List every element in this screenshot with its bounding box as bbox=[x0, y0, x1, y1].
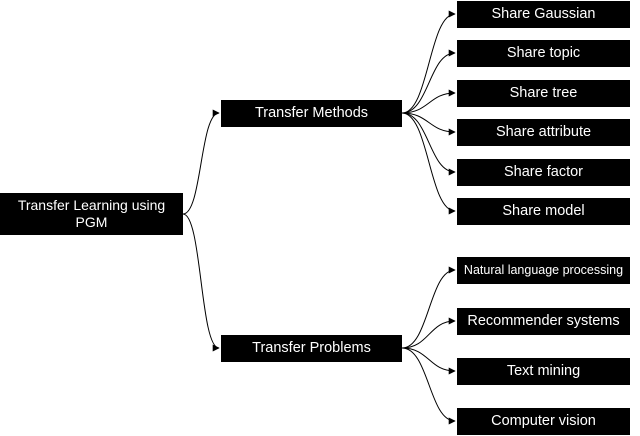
leaf-node-share-attribute: Share attribute bbox=[457, 119, 630, 146]
edge-root-to-methods bbox=[182, 109, 220, 215]
edge-methods-to-share-model bbox=[401, 112, 456, 215]
leaf-node-share-factor: Share factor bbox=[457, 159, 630, 186]
edge-problems-to-text-mining bbox=[401, 347, 456, 375]
edge-methods-to-share-topic bbox=[401, 49, 456, 114]
leaf-node-label: Share model bbox=[502, 202, 585, 219]
leaf-node-label: Share Gaussian bbox=[491, 5, 596, 22]
leaf-node-share-model: Share model bbox=[457, 198, 630, 225]
branch-node-label: Transfer Methods bbox=[254, 104, 369, 121]
branch-node-label: Transfer Problems bbox=[252, 339, 371, 356]
edge-methods-to-share-gaussian bbox=[401, 10, 456, 114]
leaf-node-label: Share topic bbox=[506, 44, 581, 61]
edge-methods-to-share-factor bbox=[401, 112, 456, 176]
leaf-node-share-topic: Share topic bbox=[457, 40, 630, 67]
edge-methods-to-share-attribute bbox=[401, 112, 456, 136]
leaf-node-label: Computer vision bbox=[491, 412, 596, 429]
leaf-node-label: Text mining bbox=[506, 362, 581, 379]
branch-node-transfer-problems: Transfer Problems bbox=[221, 335, 402, 362]
edge-problems-to-computer-vision bbox=[401, 347, 456, 425]
leaf-node-natural-language-processing: Natural language processing bbox=[457, 257, 630, 284]
leaf-node-label: Recommender systems bbox=[467, 312, 620, 329]
root-node-label: Transfer Learning using PGM bbox=[17, 197, 166, 230]
edge-root-to-problems bbox=[182, 213, 220, 352]
leaf-node-share-gaussian: Share Gaussian bbox=[457, 1, 630, 28]
root-node: Transfer Learning using PGM bbox=[0, 193, 183, 235]
leaf-node-text-mining: Text mining bbox=[457, 358, 630, 385]
edge-methods-to-share-tree bbox=[401, 89, 456, 114]
edge-problems-to-recommender bbox=[401, 317, 456, 349]
leaf-node-label: Share factor bbox=[504, 163, 583, 180]
leaf-node-share-tree: Share tree bbox=[457, 80, 630, 107]
branch-node-transfer-methods: Transfer Methods bbox=[221, 100, 402, 127]
leaf-node-computer-vision: Computer vision bbox=[457, 408, 630, 435]
leaf-node-recommender-systems: Recommender systems bbox=[457, 308, 630, 335]
leaf-node-label: Share tree bbox=[509, 84, 578, 101]
edge-problems-to-nlp bbox=[401, 266, 456, 349]
leaf-node-label: Share attribute bbox=[495, 123, 592, 140]
leaf-node-label: Natural language processing bbox=[463, 263, 624, 277]
